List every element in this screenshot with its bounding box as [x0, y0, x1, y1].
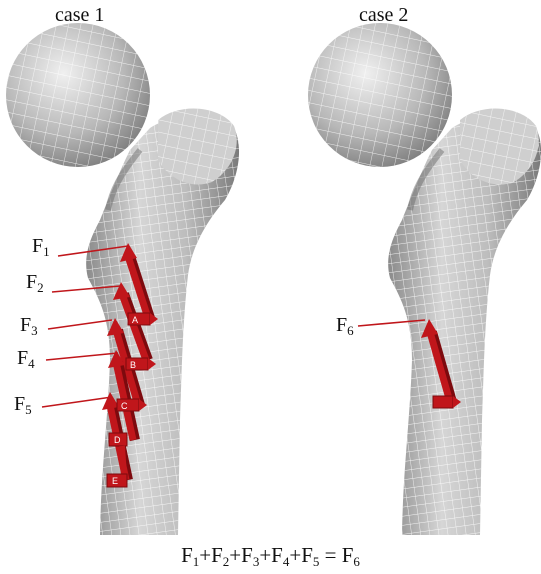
leader-f3 [48, 320, 112, 329]
label-f2: F2 [26, 272, 44, 294]
label-f3: F3 [20, 315, 38, 337]
svg-text:C: C [121, 401, 128, 411]
svg-text:A: A [132, 315, 138, 325]
label-f5: F5 [14, 394, 32, 416]
leader-f5 [42, 397, 112, 407]
force-equation: F1+F2+F3+F4+F5 = F6 [0, 543, 541, 570]
leader-f4 [46, 353, 118, 360]
marker-d: D [109, 433, 127, 446]
label-f4: F4 [17, 348, 35, 370]
svg-text:B: B [130, 360, 136, 370]
svg-text:E: E [112, 476, 118, 486]
femur-case2 [308, 23, 541, 535]
label-f1: F1 [32, 236, 50, 258]
svg-text:D: D [114, 435, 121, 445]
label-f6: F6 [336, 315, 354, 337]
